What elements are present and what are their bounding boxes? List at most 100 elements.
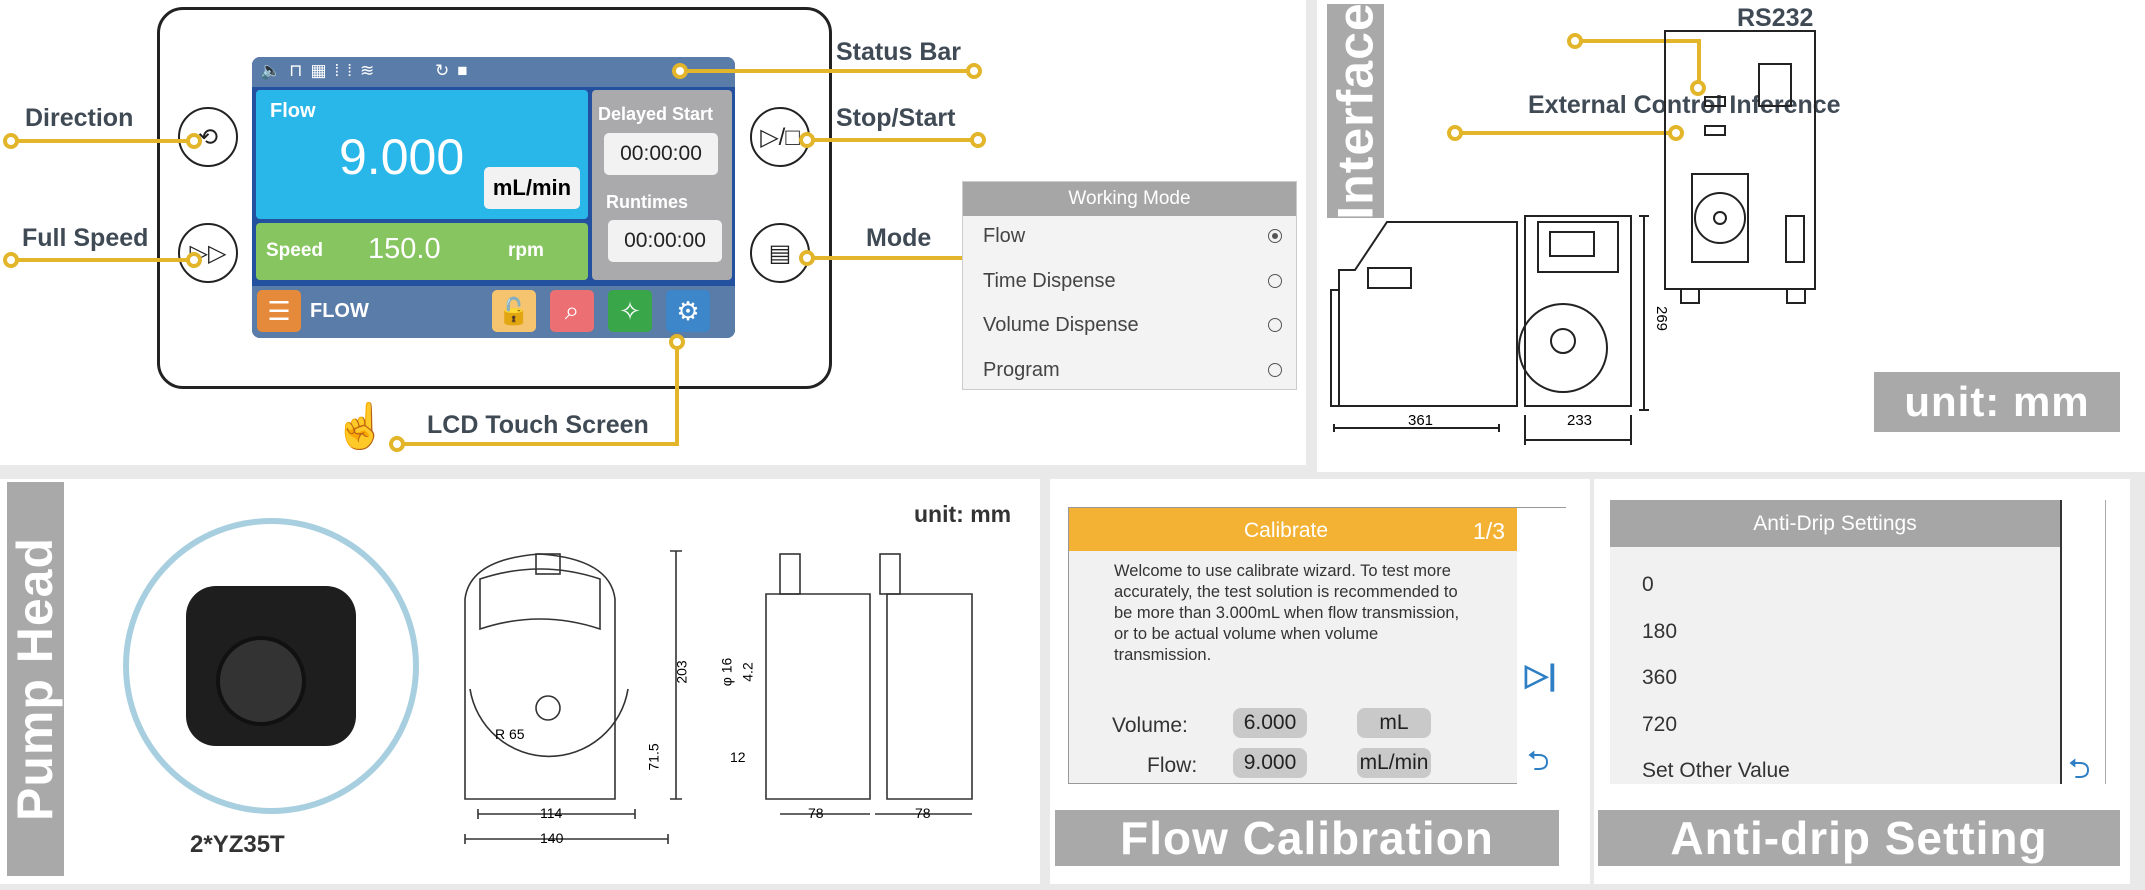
speed-box[interactable]: Speed 150.0 rpm	[256, 223, 588, 280]
delayed-start-label: Delayed Start	[598, 104, 714, 124]
bottom-bar: ☰ FLOW 🔓 ⌕ ✧ ⚙	[252, 286, 735, 338]
radio[interactable]	[1268, 318, 1282, 332]
flow-unit[interactable]: mL/min	[1357, 748, 1431, 778]
device-panel: 🔈⊓▦⁞⁞≋ ↻■ Flow 9.000 mL/min Speed 150.0 …	[0, 0, 1306, 465]
mode-option-program[interactable]: Program	[963, 348, 1296, 392]
lcd-screen[interactable]: 🔈⊓▦⁞⁞≋ ↻■ Flow 9.000 mL/min Speed 150.0 …	[252, 57, 735, 338]
delayed-start-value[interactable]: 00:00:00	[604, 133, 718, 175]
runtimes-label: Runtimes	[606, 192, 689, 212]
flow-value: 9.000	[339, 129, 465, 185]
calibrate-page: 1/3	[1473, 518, 1505, 544]
mode-option-flow[interactable]: Flow	[963, 214, 1296, 258]
stop-square-icon: ■	[457, 61, 476, 80]
flow-label: Flow:	[1147, 754, 1198, 777]
flow-calibration-title: Flow Calibration	[1055, 810, 1559, 866]
dim-114: 114	[540, 805, 563, 821]
pump-head-drawing	[464, 550, 973, 844]
magic-wand-icon[interactable]: ✧	[608, 290, 652, 332]
gear-icon[interactable]: ⚙	[666, 290, 710, 332]
volume-unit[interactable]: mL	[1357, 708, 1431, 738]
anti-drip-option[interactable]: 360	[1642, 666, 1678, 689]
lcd-touch-label: LCD Touch Screen	[427, 411, 649, 439]
working-mode-panel: Working Mode Flow Time Dispense Volume D…	[962, 181, 1297, 390]
anti-drip-option[interactable]: Set Other Value	[1642, 759, 1790, 782]
calibrate-side	[1517, 508, 1566, 784]
flow-input[interactable]: 9.000	[1233, 748, 1307, 778]
dim-4-2: 4.2	[739, 662, 756, 682]
full-speed-button[interactable]: ▷▷	[178, 223, 238, 283]
volume-input[interactable]: 6.000	[1233, 708, 1307, 738]
device-drawings	[1330, 30, 1816, 445]
unlock-tile-icon[interactable]: 🔓	[492, 290, 536, 332]
unit-mm-label: unit: mm	[914, 501, 1012, 527]
unlock-icon: ⊓	[289, 61, 311, 80]
mode-option-time-dispense[interactable]: Time Dispense	[963, 259, 1296, 303]
mode-label-callout: Mode	[866, 224, 932, 252]
dim-height: 269	[1653, 305, 1671, 332]
status-bar-label: Status Bar	[836, 38, 962, 66]
stop-start-label: Stop/Start	[836, 104, 956, 132]
calibrate-header: Calibrate 1/3	[1069, 508, 1517, 551]
option-label: Program	[983, 358, 1060, 381]
dim-78-a: 78	[808, 805, 824, 821]
dim-12: 12	[730, 749, 746, 765]
touch-hand-icon: ☝	[333, 402, 388, 451]
option-label: Volume Dispense	[983, 313, 1139, 336]
dim-phi16: φ 16	[718, 657, 735, 687]
back-view	[1664, 30, 1816, 290]
anti-drip-panel: Anti-Drip Settings 0 180 360 720 Set Oth…	[1594, 479, 2130, 884]
mode-label: FLOW	[310, 300, 369, 322]
anti-drip-option[interactable]: 720	[1642, 713, 1678, 736]
pump-head-title: Pump Head	[7, 482, 64, 876]
dim-78-b: 78	[915, 805, 931, 821]
pump-model-label: 2*YZ35T	[190, 831, 285, 858]
calibrate-title: Calibrate	[1244, 519, 1329, 542]
direction-label: Direction	[25, 104, 134, 132]
option-label: Time Dispense	[983, 269, 1116, 292]
calibrate-screen: Calibrate 1/3 Welcome to use calibrate w…	[1068, 507, 1566, 784]
anti-drip-setting-title: Anti-drip Setting	[1598, 810, 2120, 866]
anti-drip-option[interactable]: 0	[1642, 573, 1654, 596]
radio[interactable]	[1268, 274, 1282, 288]
volume-label: Volume:	[1112, 714, 1188, 737]
back-arrow-icon[interactable]: ⮌	[1527, 745, 1550, 776]
speed-unit: rpm	[508, 240, 544, 261]
runtimes-value[interactable]: 00:00:00	[608, 220, 722, 262]
mode-option-volume-dispense[interactable]: Volume Dispense	[963, 303, 1296, 347]
speed-label: Speed	[266, 240, 324, 261]
search-icon[interactable]: ⌕	[550, 290, 594, 332]
working-mode-title: Working Mode	[963, 182, 1296, 216]
timer-panel: Delayed Start 00:00:00 Runtimes 00:00:00	[592, 90, 732, 280]
radio[interactable]	[1268, 363, 1282, 377]
refresh-icon: ↻	[434, 61, 458, 80]
unit-mm-badge: unit: mm	[1874, 372, 2120, 432]
flow-unit[interactable]: mL/min	[484, 167, 580, 209]
speaker-icon: 🔈	[260, 61, 290, 80]
anti-drip-side	[2060, 500, 2106, 784]
option-label: Flow	[983, 224, 1026, 247]
side-view	[1338, 221, 1518, 407]
dim-140: 140	[540, 830, 564, 846]
dim-203: 203	[673, 660, 690, 684]
rs232-label: RS232	[1737, 4, 1814, 32]
pump-head-photo	[123, 518, 419, 814]
interface-panel: Interface RS232 External Control Inferen…	[1317, 0, 2145, 472]
anti-drip-option[interactable]: 180	[1642, 620, 1678, 643]
radio-selected[interactable]	[1268, 229, 1282, 243]
full-speed-label: Full Speed	[22, 224, 149, 252]
anti-drip-title: Anti-Drip Settings	[1610, 500, 2060, 547]
signal-icon: ⁞⁞	[334, 61, 360, 80]
flow-box[interactable]: Flow 9.000 mL/min	[256, 90, 588, 219]
calibrate-text: Welcome to use calibrate wizard. To test…	[1114, 562, 1460, 664]
dim-r65: R 65	[495, 726, 525, 742]
front-view	[1524, 215, 1632, 407]
flow-label: Flow	[270, 100, 316, 122]
speed-value: 150.0	[368, 233, 441, 265]
flow-calibration-panel: Calibrate 1/3 Welcome to use calibrate w…	[1050, 479, 1590, 884]
back-arrow-icon[interactable]: ⮌	[2068, 753, 2091, 784]
next-step-icon[interactable]: ▷|	[1525, 659, 1557, 692]
dim-width: 361	[1408, 412, 1434, 429]
keyboard-icon: ▦	[310, 61, 335, 80]
menu-list-icon[interactable]: ☰	[257, 290, 301, 332]
interface-title: Interface	[1327, 2, 1384, 220]
